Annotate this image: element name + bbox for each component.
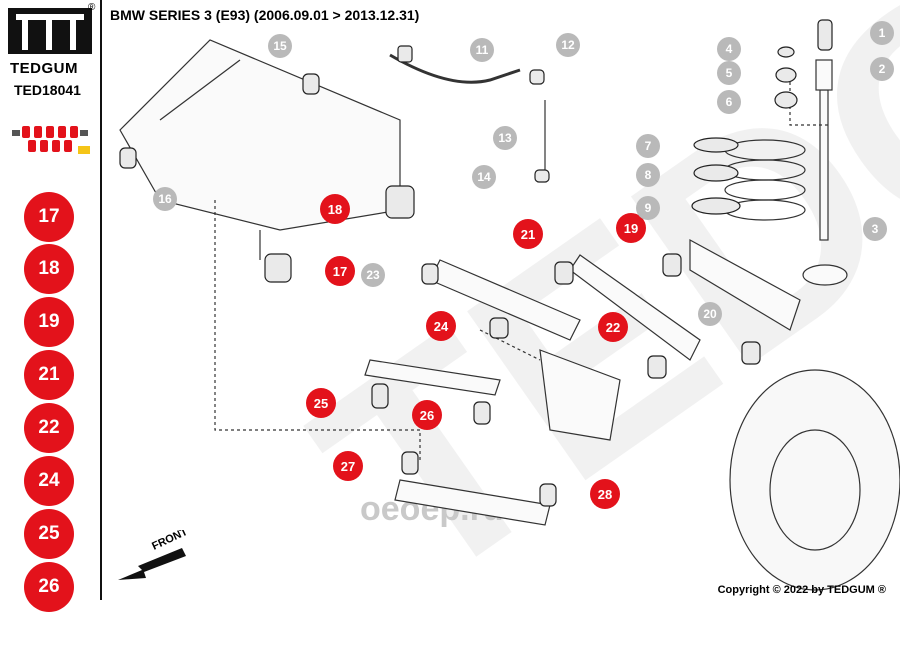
sidebar-badge[interactable]: 19 xyxy=(24,297,74,347)
callout-red[interactable]: 27 xyxy=(333,451,363,481)
callout-grey[interactable]: 23 xyxy=(361,263,385,287)
callout-grey[interactable]: 15 xyxy=(268,34,292,58)
callout-grey[interactable]: 5 xyxy=(717,61,741,85)
sidebar-badge[interactable]: 21 xyxy=(24,350,74,400)
callout-grey[interactable]: 13 xyxy=(493,126,517,150)
callout-grey[interactable]: 4 xyxy=(717,37,741,61)
callout-grey[interactable]: 16 xyxy=(153,187,177,211)
sidebar-badge[interactable]: 26 xyxy=(24,562,74,612)
vehicle-title: BMW SERIES 3 (E93) (2006.09.01 > 2013.12… xyxy=(110,7,420,23)
callout-red[interactable]: 17 xyxy=(325,256,355,286)
tedgum-logo-icon xyxy=(8,8,92,54)
callout-grey[interactable]: 14 xyxy=(472,165,496,189)
callout-grey[interactable]: 1 xyxy=(870,21,894,45)
callout-red[interactable]: 18 xyxy=(320,194,350,224)
callout-grey[interactable]: 11 xyxy=(470,38,494,62)
callout-grey[interactable]: 6 xyxy=(717,90,741,114)
sidebar-badge[interactable]: 25 xyxy=(24,509,74,559)
part-code: TED18041 xyxy=(14,82,81,98)
callout-red[interactable]: 21 xyxy=(513,219,543,249)
registered-mark: ® xyxy=(88,2,96,13)
sidebar-badge[interactable]: 18 xyxy=(24,244,74,294)
callout-grey[interactable]: 20 xyxy=(698,302,722,326)
suspension-diagram xyxy=(119,19,900,591)
sidebar-badge[interactable]: 22 xyxy=(24,403,74,453)
sidebar: ® TEDGUM TED18041 17 18 19 21 22 24 25 2… xyxy=(0,0,102,612)
copyright: Copyright © 2022 by TEDGUM ® xyxy=(717,584,886,596)
sidebar-badge[interactable]: 17 xyxy=(24,192,74,242)
callout-red[interactable]: 24 xyxy=(426,311,456,341)
sidebar-badge[interactable]: 24 xyxy=(24,456,74,506)
brand-name: TEDGUM xyxy=(10,60,78,77)
callout-red[interactable]: 28 xyxy=(590,479,620,509)
callout-grey[interactable]: 12 xyxy=(556,33,580,57)
kit-parts-icon xyxy=(12,126,90,154)
callout-grey[interactable]: 7 xyxy=(636,134,660,158)
callout-grey[interactable]: 2 xyxy=(870,57,894,81)
callout-grey[interactable]: 3 xyxy=(863,217,887,241)
callout-grey[interactable]: 9 xyxy=(636,196,660,220)
front-label: FRONT xyxy=(150,530,190,553)
callout-grey[interactable]: 8 xyxy=(636,163,660,187)
callout-red[interactable]: 25 xyxy=(306,388,336,418)
callout-red[interactable]: 26 xyxy=(412,400,442,430)
callout-red[interactable]: 22 xyxy=(598,312,628,342)
front-arrow-icon: FRONT xyxy=(118,530,190,580)
